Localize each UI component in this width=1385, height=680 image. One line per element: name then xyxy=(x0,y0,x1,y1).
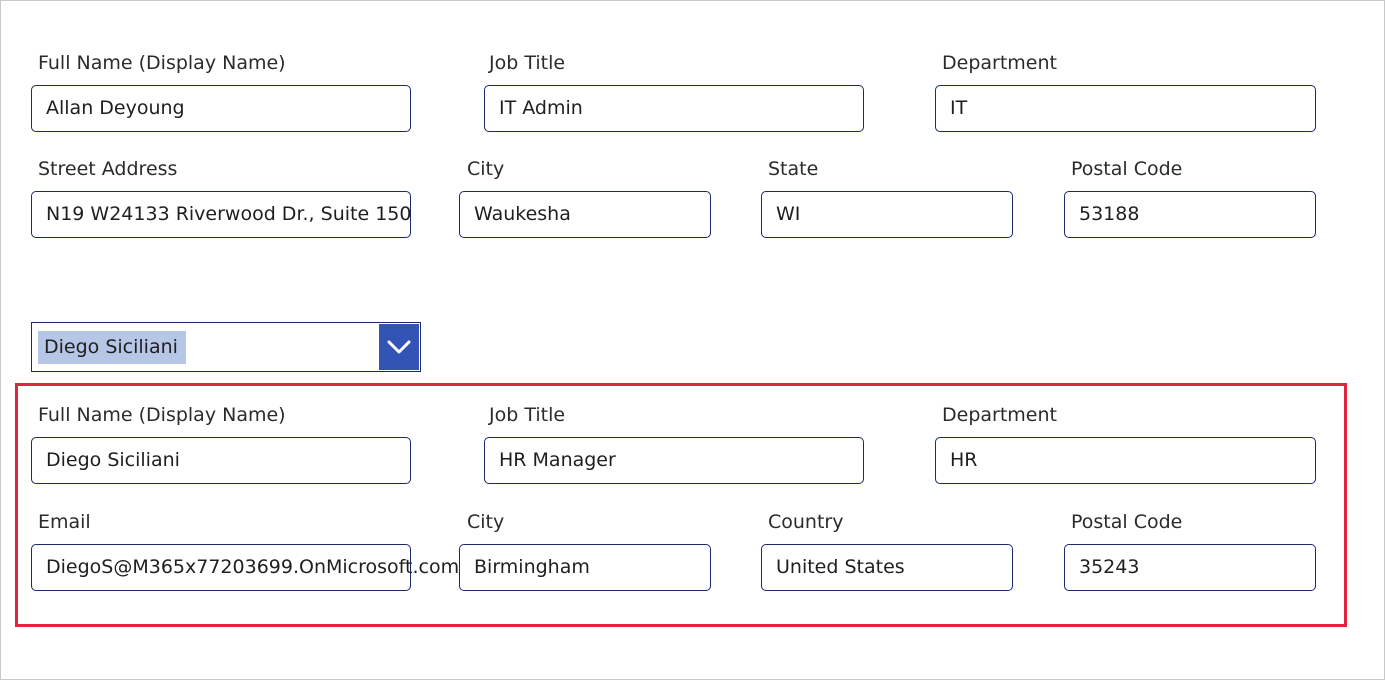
full-name-field[interactable]: Allan Deyoung xyxy=(31,85,411,132)
street-address-field[interactable]: N19 W24133 Riverwood Dr., Suite 150 xyxy=(31,191,411,238)
job-title-field[interactable]: IT Admin xyxy=(484,85,864,132)
dropdown-toggle-button[interactable] xyxy=(379,324,419,370)
city-field[interactable]: Birmingham xyxy=(459,544,711,591)
user-dropdown[interactable]: Diego Siciliani xyxy=(31,322,421,372)
city-label: City xyxy=(467,511,505,533)
postal-code-field[interactable]: 53188 xyxy=(1064,191,1316,238)
postal-code-label: Postal Code xyxy=(1071,158,1183,180)
state-label: State xyxy=(768,158,819,180)
user-dropdown-value: Diego Siciliani xyxy=(38,331,186,364)
department-label: Department xyxy=(942,52,1057,74)
city-field[interactable]: Waukesha xyxy=(459,191,711,238)
full-name-label: Full Name (Display Name) xyxy=(38,52,286,74)
job-title-label: Job Title xyxy=(489,52,566,74)
full-name-field[interactable]: Diego Siciliani xyxy=(31,437,411,484)
email-label: Email xyxy=(38,511,91,533)
job-title-field[interactable]: HR Manager xyxy=(484,437,864,484)
job-title-label: Job Title xyxy=(489,404,566,426)
callout-highlight xyxy=(15,383,1347,627)
chevron-down-icon xyxy=(387,340,411,354)
department-label: Department xyxy=(942,404,1057,426)
email-field[interactable]: DiegoS@M365x77203699.OnMicrosoft.com xyxy=(31,544,459,591)
department-field[interactable]: IT xyxy=(935,85,1316,132)
city-label: City xyxy=(467,158,505,180)
postal-code-field[interactable]: 35243 xyxy=(1064,544,1316,591)
state-field[interactable]: WI xyxy=(761,191,1013,238)
country-field[interactable]: United States xyxy=(761,544,1013,591)
department-field[interactable]: HR xyxy=(935,437,1316,484)
street-address-label: Street Address xyxy=(38,158,178,180)
postal-code-label: Postal Code xyxy=(1071,511,1183,533)
full-name-label: Full Name (Display Name) xyxy=(38,404,286,426)
country-label: Country xyxy=(768,511,844,533)
